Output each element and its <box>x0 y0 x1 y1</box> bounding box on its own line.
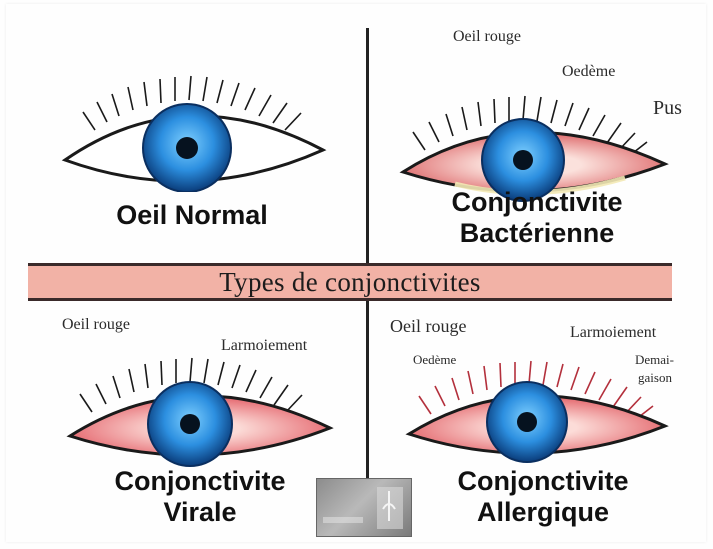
label-bacterial-red-eye: Oeil rouge <box>453 28 521 46</box>
label-allergic-red-eye: Oeil rouge <box>390 316 466 337</box>
band-title-overlay: Types de conjonctivites <box>219 267 480 298</box>
caption-normal: Oeil Normal <box>72 200 312 231</box>
caption-bacterial-line-1: Conjonctivite <box>392 187 682 218</box>
embedded-thumbnail-image <box>316 478 412 537</box>
eye-normal-illustration <box>55 72 335 192</box>
caption-allergic-line-2: Allergique <box>398 497 688 528</box>
caption-viral: Conjonctivite Virale <box>50 466 350 528</box>
label-bacterial-oedema: Oedème <box>562 63 615 81</box>
caption-allergic-line-1: Conjonctivite <box>398 466 688 497</box>
label-viral-red-eye: Oeil rouge <box>62 316 130 334</box>
caption-viral-line-1: Conjonctivite <box>50 466 350 497</box>
label-allergic-tearing: Larmoiement <box>570 324 656 342</box>
eye-viral-illustration <box>62 352 342 467</box>
title-band-overlay: Types de conjonctivites <box>28 263 672 301</box>
caption-viral-line-2: Virale <box>50 497 350 528</box>
caption-normal-line: Oeil Normal <box>72 200 312 231</box>
eye-allergic-illustration <box>403 360 673 470</box>
caption-allergic: Conjonctivite Allergique <box>398 466 688 528</box>
caption-bacterial-line-2: Bactérienne <box>392 218 682 249</box>
caption-bacterial: Conjonctivite Bactérienne <box>392 187 682 249</box>
